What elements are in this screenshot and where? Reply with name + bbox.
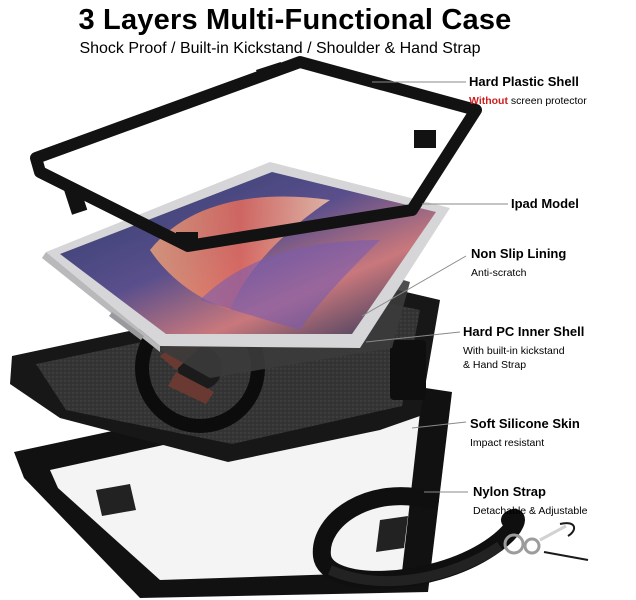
- page-subtitle: Shock Proof / Built-in Kickstand / Shoul…: [79, 40, 481, 57]
- hard-plastic-shell-layer: [30, 56, 482, 252]
- label-ipad-model: Ipad Model: [511, 196, 579, 211]
- label-soft-silicone-skin: Soft Silicone Skin Impact resistant: [470, 416, 580, 450]
- layer-name: Hard PC Inner Shell: [463, 324, 585, 339]
- layer-desc: Anti-scratch: [471, 267, 527, 279]
- layer-desc-highlight: Without: [469, 95, 508, 107]
- label-hard-plastic-shell: Hard Plastic Shell Without screen protec…: [469, 74, 587, 108]
- page-title: 3 Layers Multi-Functional Case: [78, 4, 512, 36]
- layer-name: Hard Plastic Shell: [469, 74, 579, 89]
- leader-lines: [361, 81, 508, 493]
- layer-desc-line1: With built-in kickstand: [463, 345, 565, 357]
- layer-desc-line2: & Hand Strap: [463, 359, 527, 371]
- layer-name: Non Slip Lining: [471, 246, 567, 261]
- layer-desc: Without screen protector: [469, 94, 587, 108]
- layer-name: Nylon Strap: [473, 484, 546, 499]
- tablet-model: [42, 162, 450, 352]
- layer-name: Soft Silicone Skin: [470, 416, 580, 431]
- layer-name: Ipad Model: [511, 196, 579, 211]
- nylon-strap: [312, 487, 589, 589]
- layer-desc: Detachable & Adjustable: [473, 505, 588, 517]
- layer-desc-text: screen protector: [507, 95, 587, 107]
- layer-desc: Impact resistant: [470, 437, 545, 449]
- label-hard-pc-inner-shell: Hard PC Inner Shell With built-in kickst…: [463, 324, 584, 372]
- label-nylon-strap: Nylon Strap Detachable & Adjustable: [473, 484, 587, 518]
- label-non-slip-lining: Non Slip Lining Anti-scratch: [471, 246, 566, 280]
